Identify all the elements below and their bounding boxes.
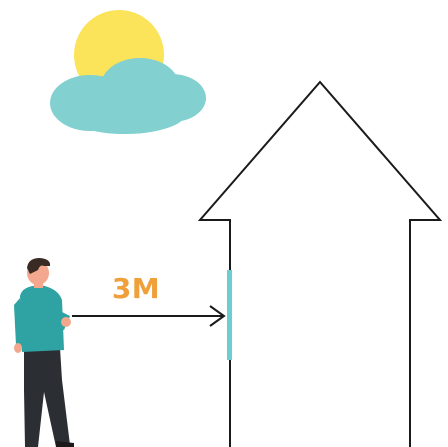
window-edge (227, 270, 232, 360)
cloud-icon (50, 58, 206, 134)
house-outline (197, 80, 443, 447)
person-icon (14, 258, 74, 447)
arrow-right-icon (72, 305, 226, 327)
distance-label: 3M (111, 272, 161, 305)
